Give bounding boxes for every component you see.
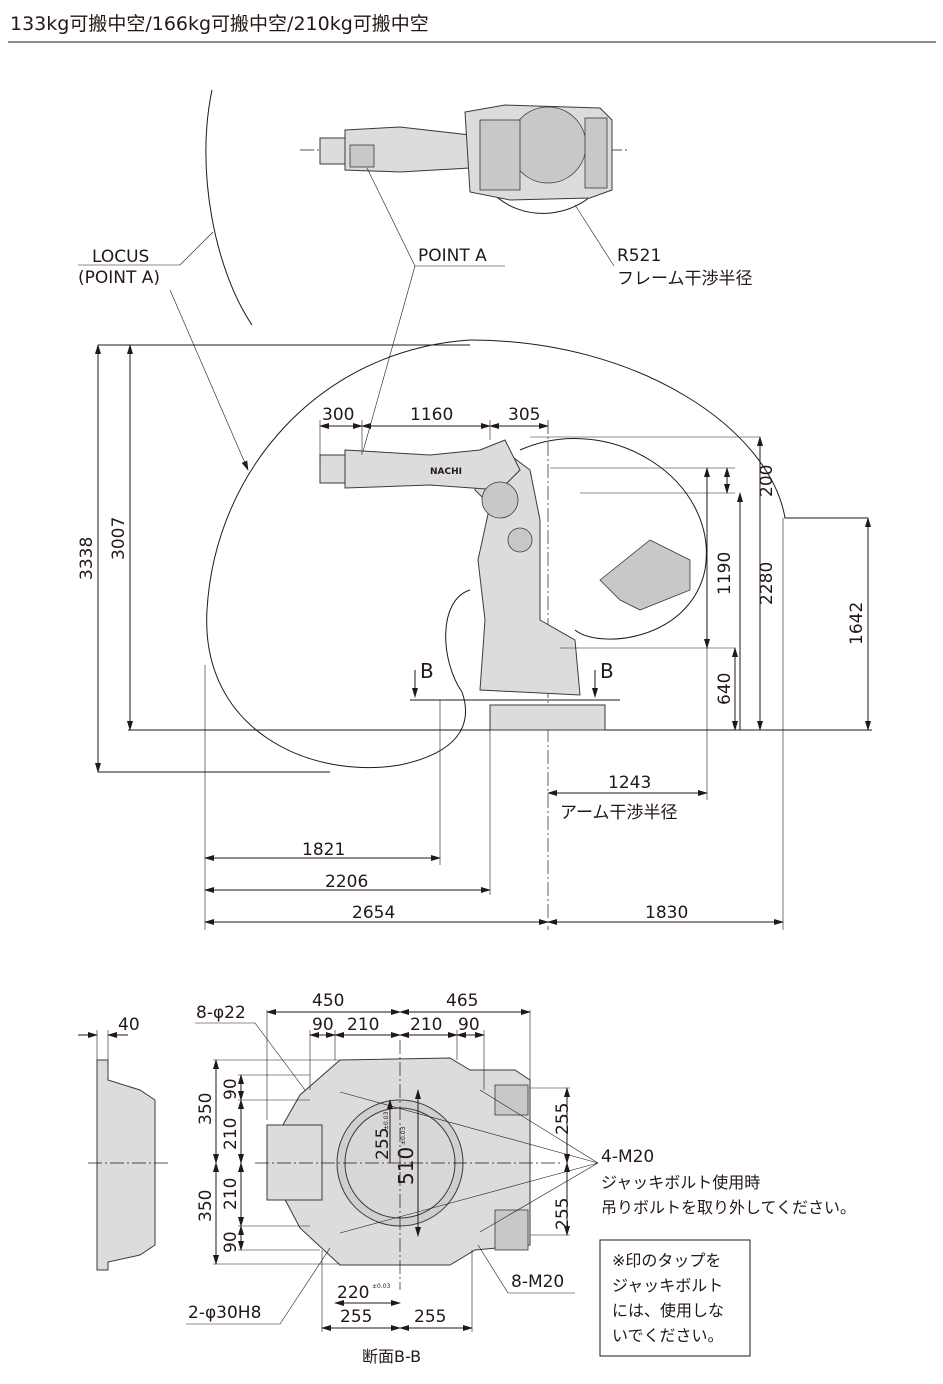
dim-2206: 2206 <box>325 872 368 892</box>
dim-1821: 1821 <box>302 840 345 860</box>
vdim-350-top: 350 <box>196 1093 216 1125</box>
rdim-255-top: 255 <box>553 1103 573 1135</box>
dim-305: 305 <box>508 405 540 425</box>
bdim-255-right: 255 <box>414 1307 446 1327</box>
m20-note-line1: ジャッキボルト使用時 <box>601 1173 760 1192</box>
dim-1190: 1190 <box>715 552 735 595</box>
dim-255-inner: 255 <box>373 1128 393 1160</box>
dim-1160: 1160 <box>410 405 453 425</box>
page-title: 133kg可搬中空/166kg可搬中空/210kg可搬中空 <box>10 13 429 35</box>
tol-255-inner: ±0.03 <box>383 1111 390 1130</box>
dim-1830: 1830 <box>645 903 688 923</box>
note-line2: ジャッキボルト <box>612 1276 723 1295</box>
m20-8-label: 8-M20 <box>511 1272 564 1292</box>
dim-210-right: 210 <box>410 1015 442 1035</box>
base-side-profile <box>96 1059 156 1271</box>
pin-label-2-phi30h8: 2-φ30H8 <box>188 1303 261 1323</box>
base-section: 40 450 465 90 210 210 90 8-φ22 <box>78 991 856 1366</box>
dim-3338: 3338 <box>77 537 97 580</box>
locus-arc-top <box>205 89 253 326</box>
arm-interference-caption: アーム干渉半径 <box>560 803 677 823</box>
dim-90-right: 90 <box>458 1015 480 1035</box>
locus-envelope <box>206 339 471 769</box>
m20-4-label: 4-M20 <box>601 1147 654 1167</box>
m20-note-line2: 吊りボルトを取り外してください。 <box>601 1198 856 1217</box>
dim-450: 450 <box>312 991 344 1011</box>
dim-220: 220 <box>337 1283 369 1303</box>
dim-1642: 1642 <box>847 602 867 645</box>
tol-510: ±0.03 <box>400 1126 407 1145</box>
dim-40: 40 <box>118 1015 140 1035</box>
vdim-90-top: 90 <box>221 1078 241 1100</box>
section-mark-left: B <box>420 659 434 683</box>
note-line3: には、使用しな <box>612 1301 724 1320</box>
vdim-210-bottom: 210 <box>221 1178 241 1210</box>
dim-300: 300 <box>322 405 354 425</box>
note-box <box>599 1239 751 1357</box>
vdim-90-bottom: 90 <box>221 1231 241 1253</box>
dim-510: 510 <box>394 1147 418 1185</box>
dim-640: 640 <box>715 673 735 705</box>
locus-label-line2: (POINT A) <box>78 268 160 288</box>
vdim-210-top: 210 <box>221 1118 241 1150</box>
brand-logo: NACHI <box>430 467 462 477</box>
rdim-255-bottom: 255 <box>553 1198 573 1230</box>
top-view: LOCUS (POINT A) POINT A R521 フレーム干渉半径 <box>78 89 753 471</box>
dim-2654: 2654 <box>352 903 395 923</box>
point-a-label: POINT A <box>418 246 487 266</box>
radius-caption: フレーム干渉半径 <box>617 269 753 289</box>
hole-label-8-phi22: 8-φ22 <box>196 1003 246 1023</box>
side-view: NACHI 300 1160 305 3338 3007 200 1190 22… <box>77 339 872 930</box>
dim-1243: 1243 <box>608 773 651 793</box>
tol-220: ±0.03 <box>372 1283 391 1290</box>
dim-210-left: 210 <box>347 1015 379 1035</box>
bdim-255-left: 255 <box>340 1307 372 1327</box>
dim-2280: 2280 <box>757 562 777 605</box>
locus-label-line1: LOCUS <box>92 247 149 267</box>
vdim-350-bottom: 350 <box>196 1190 216 1222</box>
robot-side-view-icon: NACHI <box>319 439 691 731</box>
note-line1: ※印のタップを <box>612 1251 721 1270</box>
section-mark-right: B <box>600 659 614 683</box>
dim-90-left: 90 <box>312 1015 334 1035</box>
dim-200: 200 <box>757 465 777 497</box>
radius-label: R521 <box>617 246 661 266</box>
dim-3007: 3007 <box>109 517 129 560</box>
section-caption: 断面B-B <box>362 1347 421 1366</box>
dim-465: 465 <box>446 991 478 1011</box>
note-line4: いでください。 <box>612 1326 724 1345</box>
robot-top-view-icon <box>319 104 613 201</box>
